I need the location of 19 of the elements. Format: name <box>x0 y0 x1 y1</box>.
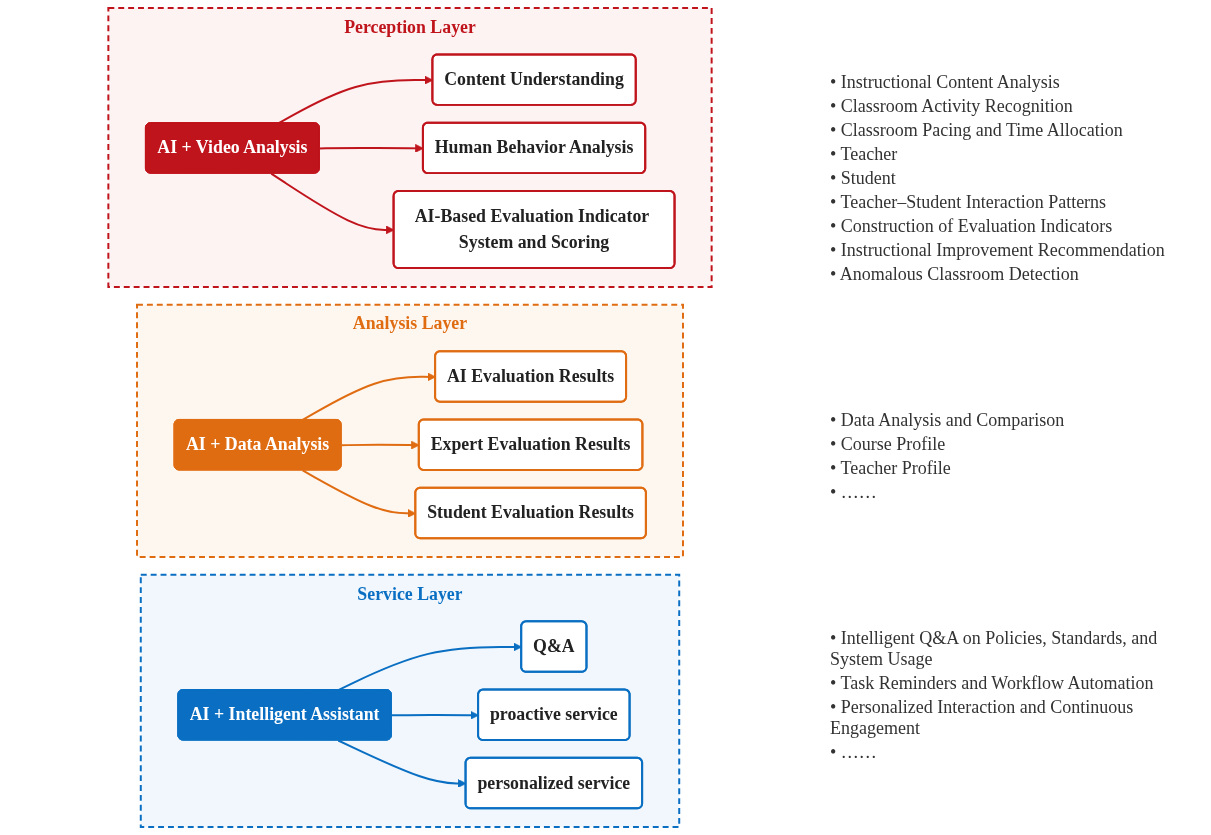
bullet-text: • Teacher–Student Interaction Patterns <box>830 192 1108 214</box>
bullet-text: • Teacher Profile <box>830 458 952 479</box>
bullet-text: • …… <box>830 482 878 503</box>
bullet-text: • Instructional Content Analysis <box>830 72 1061 94</box>
bullet-text: • Classroom Pacing and Time Allocation <box>830 120 1124 142</box>
bullet-text: • …… <box>830 741 878 763</box>
bullet-text: • Intelligent Q&A on Policies, Standards, and System Usage <box>830 627 1159 670</box>
bullet-text: • Classroom Activity Recognition <box>830 96 1074 118</box>
bullet-text: • Student <box>830 168 897 190</box>
bullet-text: • Construction of Evaluation Indicators <box>830 216 1114 238</box>
bullet-text: • Data Analysis and Comparison <box>830 410 1066 431</box>
bullet-text: • Task Reminders and Workflow Automation <box>830 672 1155 694</box>
bullet-text: • Personalized Interaction and Continuous Engagement <box>830 696 1135 739</box>
bullet-text: • Teacher <box>830 144 899 166</box>
arrow <box>390 710 479 720</box>
bullet-text: • Anomalous Classroom Detection <box>830 264 1080 286</box>
bullet-text: • Course Profile <box>830 434 947 455</box>
arrow <box>301 372 436 421</box>
bullet-text: • Instructional Improvement Recommendation <box>830 240 1166 262</box>
